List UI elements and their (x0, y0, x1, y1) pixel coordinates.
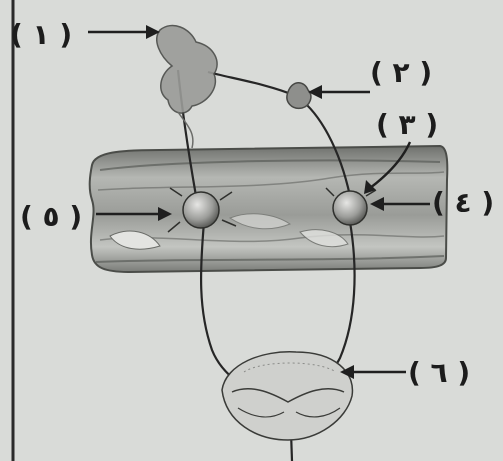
spinal-cord (88, 144, 449, 274)
arrow-6 (340, 365, 406, 379)
arrow-1 (88, 25, 160, 39)
label-3: ( ٣ ) (376, 108, 438, 141)
receptor-structure (156, 24, 218, 149)
neuron-body-4 (325, 187, 377, 226)
neuron-body-5 (167, 187, 237, 233)
label-arrows (88, 25, 430, 379)
label-5: ( ٥ ) (20, 200, 82, 233)
label-6: ( ٦ ) (408, 356, 470, 389)
arrow-4 (370, 197, 430, 211)
arrow-5 (96, 207, 172, 221)
sensory-node (286, 82, 312, 110)
label-1: ( ١ ) (10, 18, 72, 51)
arrow-3 (364, 141, 412, 194)
arrow-2 (308, 85, 370, 99)
label-2: ( ٢ ) (370, 56, 432, 89)
effector-organ (221, 351, 354, 441)
label-4: ( ٤ ) (432, 186, 494, 219)
